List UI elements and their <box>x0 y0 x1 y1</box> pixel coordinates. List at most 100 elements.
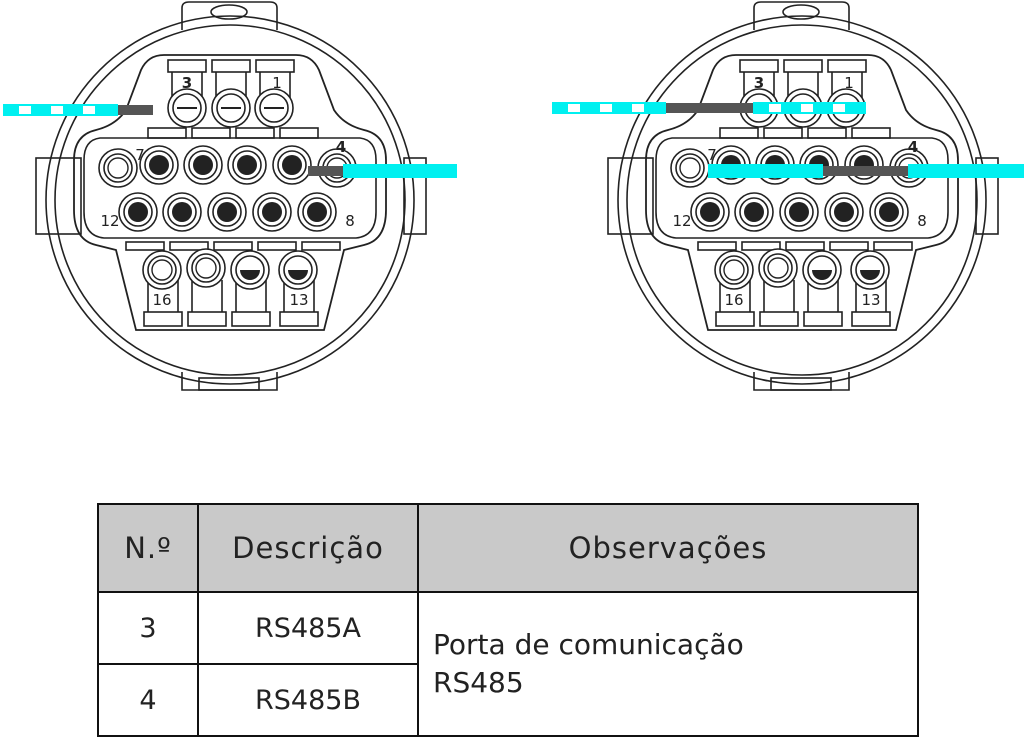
pin-label-7: 7 <box>135 146 145 164</box>
header-number: N.º <box>97 503 199 593</box>
pin-socket <box>262 202 282 222</box>
key-guide <box>763 280 795 312</box>
pin-socket <box>879 202 899 222</box>
header-observations: Observações <box>417 503 919 593</box>
key <box>851 127 891 139</box>
pin-label-16: 16 <box>152 291 171 309</box>
right-tab <box>403 157 427 235</box>
pin-socket <box>172 202 192 222</box>
key <box>873 241 913 251</box>
pin-label-13: 13 <box>861 291 880 309</box>
latch-hole <box>782 4 820 20</box>
wire-stripe <box>769 104 781 112</box>
wire-core-rs485a <box>118 105 153 115</box>
pin-label-8: 8 <box>917 212 927 230</box>
pin-socket <box>700 202 720 222</box>
wire-stripe <box>801 104 813 112</box>
pin-socket <box>860 270 880 280</box>
pin-label-1: 1 <box>844 74 854 92</box>
key <box>279 311 319 327</box>
pin-table: N.º Descrição Observações 3 RS485A Porta… <box>97 503 919 737</box>
key <box>715 311 755 327</box>
key-guide <box>855 280 887 312</box>
latch-hole <box>210 4 248 20</box>
pin-label-12: 12 <box>672 212 691 230</box>
pin-field <box>83 137 377 239</box>
key <box>125 241 165 251</box>
table-header-row: N.º Descrição Observações <box>97 503 919 593</box>
pin-socket <box>128 202 148 222</box>
key <box>143 311 183 327</box>
pin-socket <box>723 259 745 281</box>
wire-core-rs485b <box>308 166 343 176</box>
pin-label-3: 3 <box>182 74 192 92</box>
latch-slot <box>770 377 832 391</box>
pin-socket <box>789 202 809 222</box>
pin-socket <box>679 157 701 179</box>
key <box>167 59 207 73</box>
observations-line2: RS485 <box>433 666 524 699</box>
wire-stripe <box>632 104 644 112</box>
key-guide <box>191 280 223 312</box>
wire-core-rs485a <box>666 103 753 113</box>
key <box>211 59 251 73</box>
observations-cell: Porta de comunicação RS485 <box>417 591 919 737</box>
wire-stripe <box>568 104 580 112</box>
row-number: 3 <box>97 591 199 665</box>
table-row: 3 RS485A Porta de comunicação RS485 <box>97 591 919 737</box>
pin-label-7: 7 <box>707 146 717 164</box>
key <box>783 59 823 73</box>
pin-field <box>655 137 949 239</box>
key <box>257 241 297 251</box>
key <box>851 311 891 327</box>
wire-rs485b <box>343 164 457 178</box>
pin-label-1: 1 <box>272 74 282 92</box>
pin-socket <box>834 202 854 222</box>
key <box>255 59 295 73</box>
key-guide <box>235 280 267 312</box>
pin-socket <box>193 155 213 175</box>
key <box>279 127 319 139</box>
pin-socket <box>107 157 129 179</box>
wire-stripe <box>51 106 63 114</box>
wire-rs485b-in <box>708 164 823 178</box>
wire-stripe <box>19 106 31 114</box>
key <box>719 127 759 139</box>
row-number: 4 <box>97 663 199 737</box>
key <box>191 127 231 139</box>
wire-stripe <box>833 104 845 112</box>
pin-label-8: 8 <box>345 212 355 230</box>
pin-socket <box>195 257 217 279</box>
pin-socket <box>288 270 308 280</box>
key <box>763 127 803 139</box>
pin-label-16: 16 <box>724 291 743 309</box>
wire-core-rs485b <box>823 166 908 176</box>
key <box>827 59 867 73</box>
observations-line1: Porta de comunicação <box>433 628 744 661</box>
key <box>187 311 227 327</box>
pin-socket <box>282 155 302 175</box>
row-description: RS485A <box>197 591 419 665</box>
key-guide <box>283 280 315 312</box>
inner-ring <box>54 24 406 376</box>
pin-socket <box>151 259 173 281</box>
pin-socket <box>149 155 169 175</box>
key <box>231 311 271 327</box>
pin-label-4: 4 <box>336 138 346 156</box>
header-description: Descrição <box>197 503 419 593</box>
pin-socket <box>307 202 327 222</box>
pin-socket <box>744 202 764 222</box>
latch-slot <box>198 377 260 391</box>
key <box>803 311 843 327</box>
key <box>147 127 187 139</box>
wire-rs485b-out <box>908 164 1024 178</box>
key <box>169 241 209 251</box>
row-description: RS485B <box>197 663 419 737</box>
key-guide <box>807 280 839 312</box>
pin-label-12: 12 <box>100 212 119 230</box>
key-guide <box>147 280 179 312</box>
key <box>739 59 779 73</box>
